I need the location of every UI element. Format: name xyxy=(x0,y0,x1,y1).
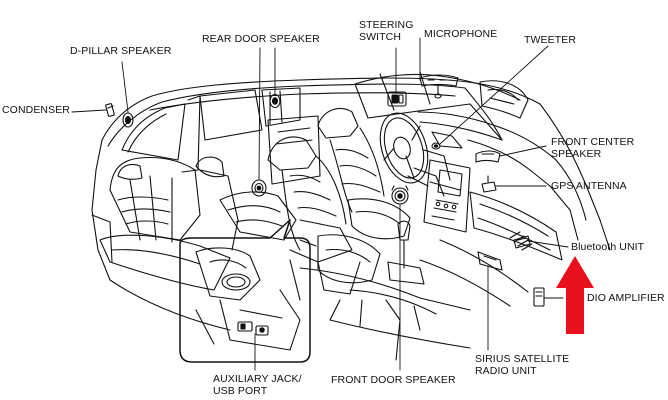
leader-condenser xyxy=(71,109,107,113)
label-front-center-speaker-line1: FRONT CENTER xyxy=(551,136,635,148)
bluetooth-unit-part xyxy=(513,235,531,249)
label-aux-jack-line1: AUXILIARY JACK/ xyxy=(213,373,302,385)
aux-jack-inset xyxy=(179,219,311,363)
leader-lines xyxy=(71,37,569,371)
condenser-part xyxy=(105,103,115,117)
gps-antenna-part xyxy=(481,175,497,193)
label-aux-jack: AUXILIARY JACK/ USB PORT xyxy=(213,373,302,397)
label-gps-antenna: GPS ANTENNA xyxy=(551,180,627,192)
d-pillar-speaker-part xyxy=(122,112,134,128)
label-condenser: CONDENSER xyxy=(2,104,70,116)
rear-side-window xyxy=(199,87,301,141)
steering-switch-part xyxy=(387,91,407,107)
label-front-door-speaker: FRONT DOOR SPEAKER xyxy=(331,374,456,386)
tweeter-part xyxy=(431,142,441,150)
windshield xyxy=(354,71,521,141)
label-steering-switch-line2: SWITCH xyxy=(359,31,402,43)
label-rear-door-speaker: REAR DOOR SPEAKER xyxy=(202,33,320,45)
front-door xyxy=(267,115,321,185)
label-microphone: MICROPHONE xyxy=(424,28,498,40)
label-sirius-radio-line2: RADIO UNIT xyxy=(475,365,537,377)
front-door-speaker-part xyxy=(391,185,409,205)
rear-window xyxy=(121,95,201,173)
sirius-radio-part xyxy=(477,251,503,271)
label-steering-switch-line1: STEERING xyxy=(359,19,414,31)
center-console xyxy=(219,191,361,295)
label-tweeter: TWEETER xyxy=(524,34,577,46)
label-d-pillar-speaker: D-PILLAR SPEAKER xyxy=(70,45,172,57)
front-seat-passenger xyxy=(317,108,437,327)
sun-visor xyxy=(479,80,529,119)
dashboard xyxy=(387,111,587,285)
label-aux-jack-line2: USB PORT xyxy=(213,385,268,397)
label-sirius-radio: SIRIUS SATELLITE RADIO UNIT xyxy=(475,353,569,377)
label-bluetooth-unit: Bluetooth UNIT xyxy=(571,241,645,253)
microphone-part xyxy=(419,74,459,99)
rear-lower-speaker-part xyxy=(251,179,267,197)
front-seat-driver xyxy=(267,136,381,284)
rear-seat xyxy=(91,156,239,291)
leader-rear-lower-speaker xyxy=(258,47,261,181)
label-steering-switch: STEERING SWITCH xyxy=(359,19,413,43)
floor xyxy=(299,239,529,361)
rear-door-speaker-part xyxy=(269,93,281,109)
audio-amplifier-part xyxy=(533,287,545,307)
leader-d-pillar xyxy=(121,61,129,113)
leader-tweeter xyxy=(439,45,549,145)
leader-front-center xyxy=(499,145,547,157)
label-sirius-radio-line1: SIRIUS SATELLITE xyxy=(475,353,570,365)
label-front-center-speaker-line2: SPEAKER xyxy=(551,148,602,160)
steering-wheel xyxy=(379,112,445,197)
car-body-outline xyxy=(91,77,611,331)
label-audio-amplifier: DIO AMPLIFIER xyxy=(587,292,665,304)
label-front-center-speaker: FRONT CENTER SPEAKER xyxy=(551,136,634,160)
leader-bluetooth xyxy=(527,240,569,248)
front-center-speaker-part xyxy=(475,150,501,163)
highlight-arrow xyxy=(556,256,594,334)
